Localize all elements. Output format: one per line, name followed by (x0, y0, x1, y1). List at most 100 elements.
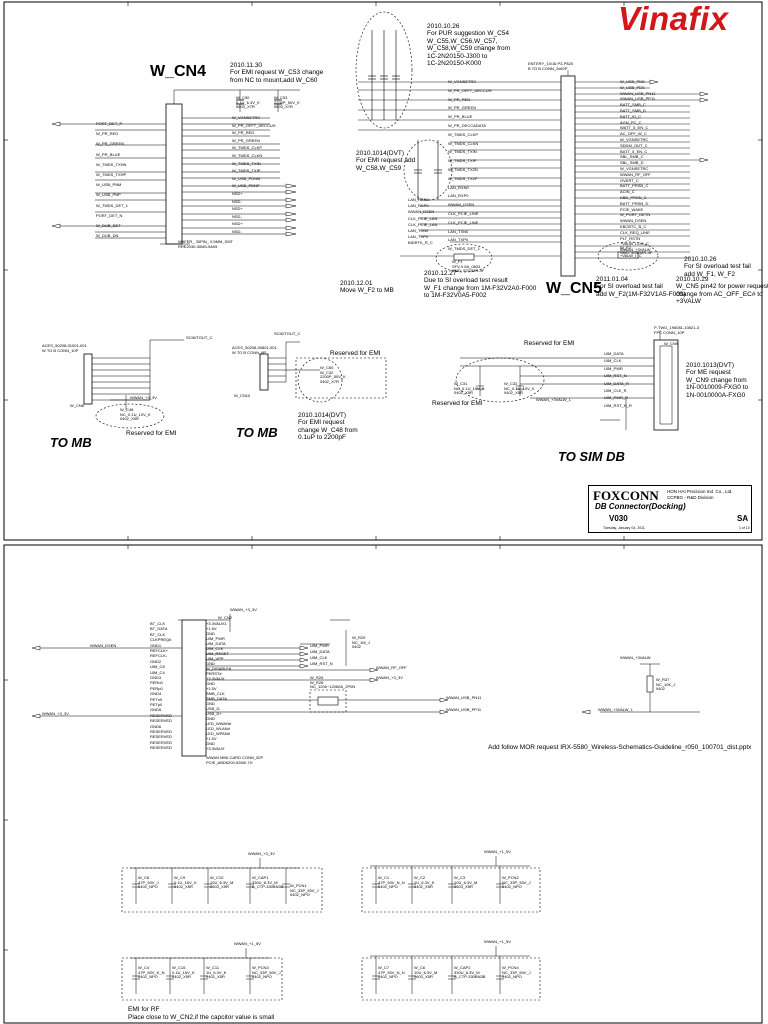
cn2-left-pin: PETn0 (150, 696, 163, 702)
cn2-left-pin: BT_CLK (150, 621, 166, 626)
cn5-left-net: W_TMDS_TX2N (448, 167, 478, 172)
cn4-left-net: W_TMDS_TXHN (96, 161, 127, 167)
cn5-right-net: BATT_5_EN_C (620, 148, 648, 154)
uim-net: UIM_PWR_R (604, 395, 629, 401)
company-name: HON HAI Precision Ind. Co., Ltd. (667, 489, 733, 494)
cn2-left-pin: BT_CLK (150, 631, 166, 637)
cn2-left-pin: GND6 (150, 723, 162, 729)
wwan-3valw-l-net: WWAN_+3VALW_L (536, 397, 571, 402)
cn5-right-net: SDDM_OUT_C (620, 142, 648, 148)
cn5-right-net: WWAN_RF_OFF (620, 171, 651, 177)
capacitor-label: W_PCN3 NC_33P_50V_J 0402_NPO (252, 965, 281, 980)
reserved-emi-1: Reserved for EMI (126, 430, 177, 437)
cn5-right-net: BATT_PRSN_C (620, 183, 649, 189)
capacitor-label: W_PCN2 NC_33P_50V_J 0402_NPO (502, 875, 531, 890)
right-block-rail: WWAN_+3VALW (620, 655, 651, 660)
cn2-left-pin: PERp0 (150, 685, 163, 691)
lan-net: CLK_PCIE_LAN (408, 215, 438, 221)
usb-pn11-net: WWAN_USB_PN11 (446, 695, 482, 700)
cn5-right-net: SBL_SMB_C (620, 154, 644, 160)
usb-pp11-net: WWAN_USB_PP11 (446, 707, 482, 712)
cn2-right-pin: LED_WWAN# (206, 721, 232, 726)
w-pcn1-label: W_PCN1 NC_33P_50V_J 0402_NPO (290, 883, 319, 898)
cn5-right-net: BATT_PRSN_D (620, 200, 649, 206)
wwan-dsen-net: WWAN_DSEN (90, 643, 117, 648)
cn4-right-net: NSD+ (232, 191, 243, 196)
cn4-left-net: W_PR_RED (96, 131, 119, 137)
cn2-left-pin: GND2 (150, 658, 162, 664)
cn2-left-pin: REFCLK+ (150, 648, 169, 653)
cn5-right-net: OVERT_C (620, 177, 639, 183)
cn5-left-net: W_PR_DECCADATA (448, 123, 486, 128)
reserved-emi-2: Reserved for EMI (330, 350, 381, 357)
cn5-right-net: ACIN_C (620, 189, 635, 195)
cn5-left-net: W_TMDS_TXIN (448, 149, 477, 155)
cn2-uim-net: UIM_DATA (310, 649, 330, 654)
capacitor-label: W_CAP2 330U_6.3V_M B_CTP-330BN3B (454, 965, 486, 980)
lan-net: BIDRTK_R_C (408, 240, 433, 246)
w-c48-label: W_C48 NC_0.1U_10V_K 0402_X5R (120, 407, 151, 422)
w-c32-label: W_C32 NC_0.1U_10V_K 0402_X5R (504, 381, 535, 396)
cn2-left-pin: GND4 (150, 691, 162, 697)
cn4-left-net: PORT_DET_N (96, 212, 123, 218)
cn5-left-net: W_PR_BLUE (448, 114, 473, 120)
caps-tl-rail: WWAN_+3_3V (248, 851, 275, 856)
cn2-right-pin: USB_D+ (206, 711, 222, 716)
w-c50-label: W_C50 0.1U_6.3V_K 0603_X7R (236, 95, 260, 110)
cn2-right-pin: SMB_DATA (206, 696, 227, 701)
uim-net: UIM_DATA (604, 351, 624, 356)
pin42-note: 2010.10.29 W_CN5 pin42 for power request… (676, 276, 768, 306)
cn4-right-net: W_USB_PDNP (232, 183, 260, 189)
uim-net: UIM_CLK (604, 358, 622, 364)
revision: SA (737, 514, 749, 523)
capacitor-label: W_C6 10U_6.3V_M 0603_X5R (414, 965, 438, 980)
cn2-left-pin: GND1 (150, 642, 162, 648)
cn2-left-pin: RESERVED (150, 734, 172, 740)
cn4-right-net: NSD- (232, 213, 242, 219)
to-mb-label-2: TO MB (236, 425, 278, 440)
add-f2-note: 2011.01.04 For SI overload test fail add… (596, 276, 686, 298)
cn5-right-net: BATT_SMB_D (620, 108, 646, 113)
reserved-emi-4: Reserved for EMI (432, 400, 483, 407)
cn5-left-net: W_PR_OFFT_DECCUH (448, 87, 492, 93)
cn4-left-net: W_DUB_DET (96, 223, 121, 228)
cn5-right-net: SBL_SMB_D (620, 160, 644, 166)
cn4-left-net: W_PR_BLUE (96, 151, 121, 157)
cn5-left-net: W_VGNSETRC (448, 79, 477, 84)
cn2-left-pin: RESERVED (150, 729, 172, 734)
to-sim-db-label: TO SIM DB (558, 449, 625, 464)
cn9-change-note: 2010.1013(DVT) For ME request W_CN9 chan… (686, 362, 749, 399)
cn5-right-net: BATT_SMB_C (620, 102, 646, 108)
lan-net: LAN_RXN0 (408, 197, 429, 202)
cn4-left-net: PORT_DET_P (96, 121, 123, 126)
cn5-left-net: W_PR_GREEN (448, 105, 477, 111)
cn2-left-pin: GND5 (150, 707, 162, 713)
cn2-rail-top: WWAN_+3_3V (230, 607, 257, 612)
cn5-right-net: WWAN_USB_PP11 (620, 96, 656, 102)
cn2-part: WWAN MINI CARD CONN_52P PCIE_ABD6200-52M… (206, 755, 264, 765)
to-mb1-header: ACES_50208-01001-001 W TO B CONN_10P (42, 343, 87, 353)
wwan-rf-off-net: WWAN_RF_OFF (376, 665, 407, 670)
cn5-left-net: W_PR_RED (448, 96, 471, 102)
cn4-right-net: W_PR_RED (232, 130, 255, 136)
cn2-left-pin: UIM_C4 (150, 669, 165, 675)
cn5-right-net: W_PORT_DETN (620, 212, 651, 218)
cn5-left-net: W_TMDS_TXIP (448, 158, 477, 164)
cn4-left-net: W_USB_PNM (96, 182, 122, 188)
cn2-right-pin: GND (206, 716, 215, 721)
w-c53-label: W_C53 2200P_50V_K 0603_X7R (274, 95, 300, 110)
cn2-right-pin: +3.3VAUX1 (206, 621, 227, 626)
cn5-left-net: LAN_RXP0 (448, 193, 469, 199)
cn4-left-net: W_DUB_DN (96, 233, 119, 239)
cn5-right-net: WWAN_USB_PN11 (620, 90, 656, 96)
title-block: FOXCONN HON HAI Precision Ind. Co., Ltd.… (588, 485, 752, 533)
cn2-left-pin: PETp0 (150, 702, 163, 707)
cn2-left-pin: GND3 (150, 675, 162, 680)
dvt-emi-note: 2010.1014(DVT) For EMI request add W_C58… (356, 150, 416, 172)
cn5-right-net: BATT_ID_C (620, 113, 642, 119)
cn4-right-net: W_VGNSETRC (232, 115, 261, 120)
cn5-right-net: WWAN_+3VALW (620, 247, 651, 253)
wwan-33v-net-left: WWAN_+3_3V (42, 711, 69, 716)
cn2-right-pin: LED_WLAN# (206, 726, 230, 731)
